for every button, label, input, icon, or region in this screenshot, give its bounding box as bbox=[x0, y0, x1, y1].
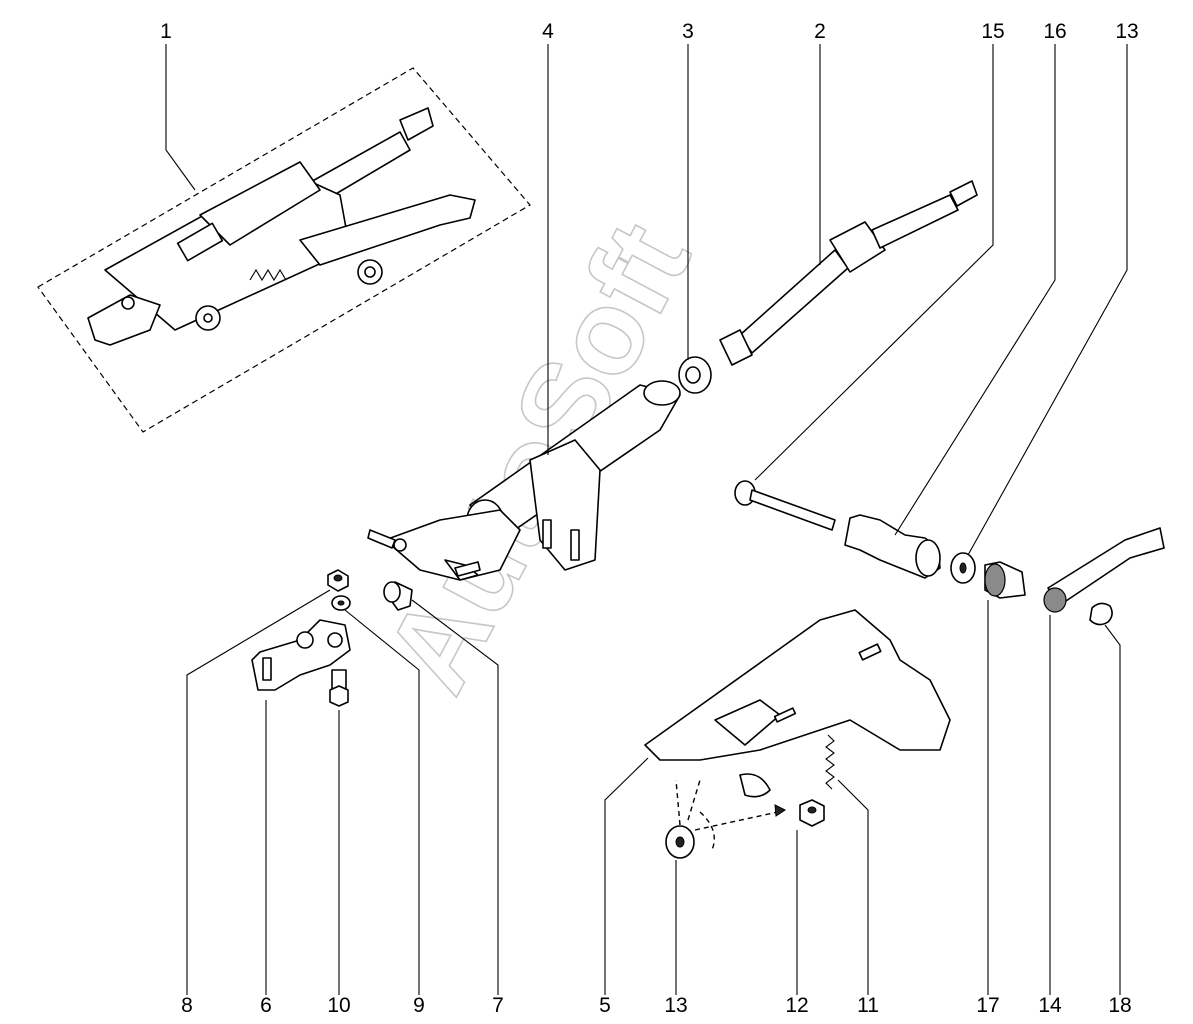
labels-bottom: 8 6 10 9 7 5 13 12 11 17 14 18 bbox=[181, 994, 1132, 1017]
label-10: 10 bbox=[327, 994, 350, 1017]
part-11-spring bbox=[825, 734, 835, 790]
part-10-bolt bbox=[329, 669, 349, 707]
label-7: 7 bbox=[492, 994, 504, 1017]
label-11: 11 bbox=[857, 994, 879, 1017]
part-17-knurled-bush bbox=[984, 561, 1026, 599]
label-4: 4 bbox=[542, 20, 554, 43]
part-5-housing bbox=[644, 609, 951, 798]
part-3-bushing bbox=[678, 356, 712, 394]
part-6-bracket bbox=[251, 619, 351, 691]
labels-top: 1 4 3 2 15 16 13 bbox=[160, 20, 1139, 43]
part-12-nut bbox=[799, 799, 825, 827]
part-9-washer bbox=[331, 595, 351, 611]
part-8-nut bbox=[327, 569, 349, 592]
assembly-arrows bbox=[675, 779, 786, 851]
assembly-1-steering-column bbox=[37, 67, 531, 433]
label-8: 8 bbox=[181, 994, 193, 1017]
label-9: 9 bbox=[413, 994, 425, 1017]
label-15: 15 bbox=[981, 20, 1004, 43]
part-13-washer-lower bbox=[665, 825, 695, 859]
part-18-clip bbox=[1089, 602, 1113, 626]
part-2-steering-shaft bbox=[719, 180, 978, 366]
part-7-bush bbox=[383, 581, 413, 611]
assembly-dashed-frame bbox=[37, 67, 531, 433]
part-13-washer-upper bbox=[950, 552, 976, 584]
part-16-sleeve bbox=[844, 514, 941, 579]
leader-lines bbox=[165, 44, 1128, 995]
label-18: 18 bbox=[1108, 994, 1131, 1017]
label-13-bottom: 13 bbox=[664, 994, 687, 1017]
label-5: 5 bbox=[599, 994, 611, 1017]
label-16: 16 bbox=[1043, 20, 1066, 43]
label-14: 14 bbox=[1038, 994, 1062, 1017]
label-12: 12 bbox=[785, 994, 808, 1017]
part-4-column-tube bbox=[367, 380, 681, 581]
label-2: 2 bbox=[814, 20, 826, 43]
label-3: 3 bbox=[682, 20, 694, 43]
part-15-bolt bbox=[734, 480, 836, 531]
label-1: 1 bbox=[160, 20, 172, 43]
part-14-handle bbox=[1043, 527, 1165, 613]
label-17: 17 bbox=[976, 994, 999, 1017]
label-6: 6 bbox=[260, 994, 272, 1017]
label-13-top: 13 bbox=[1115, 20, 1138, 43]
